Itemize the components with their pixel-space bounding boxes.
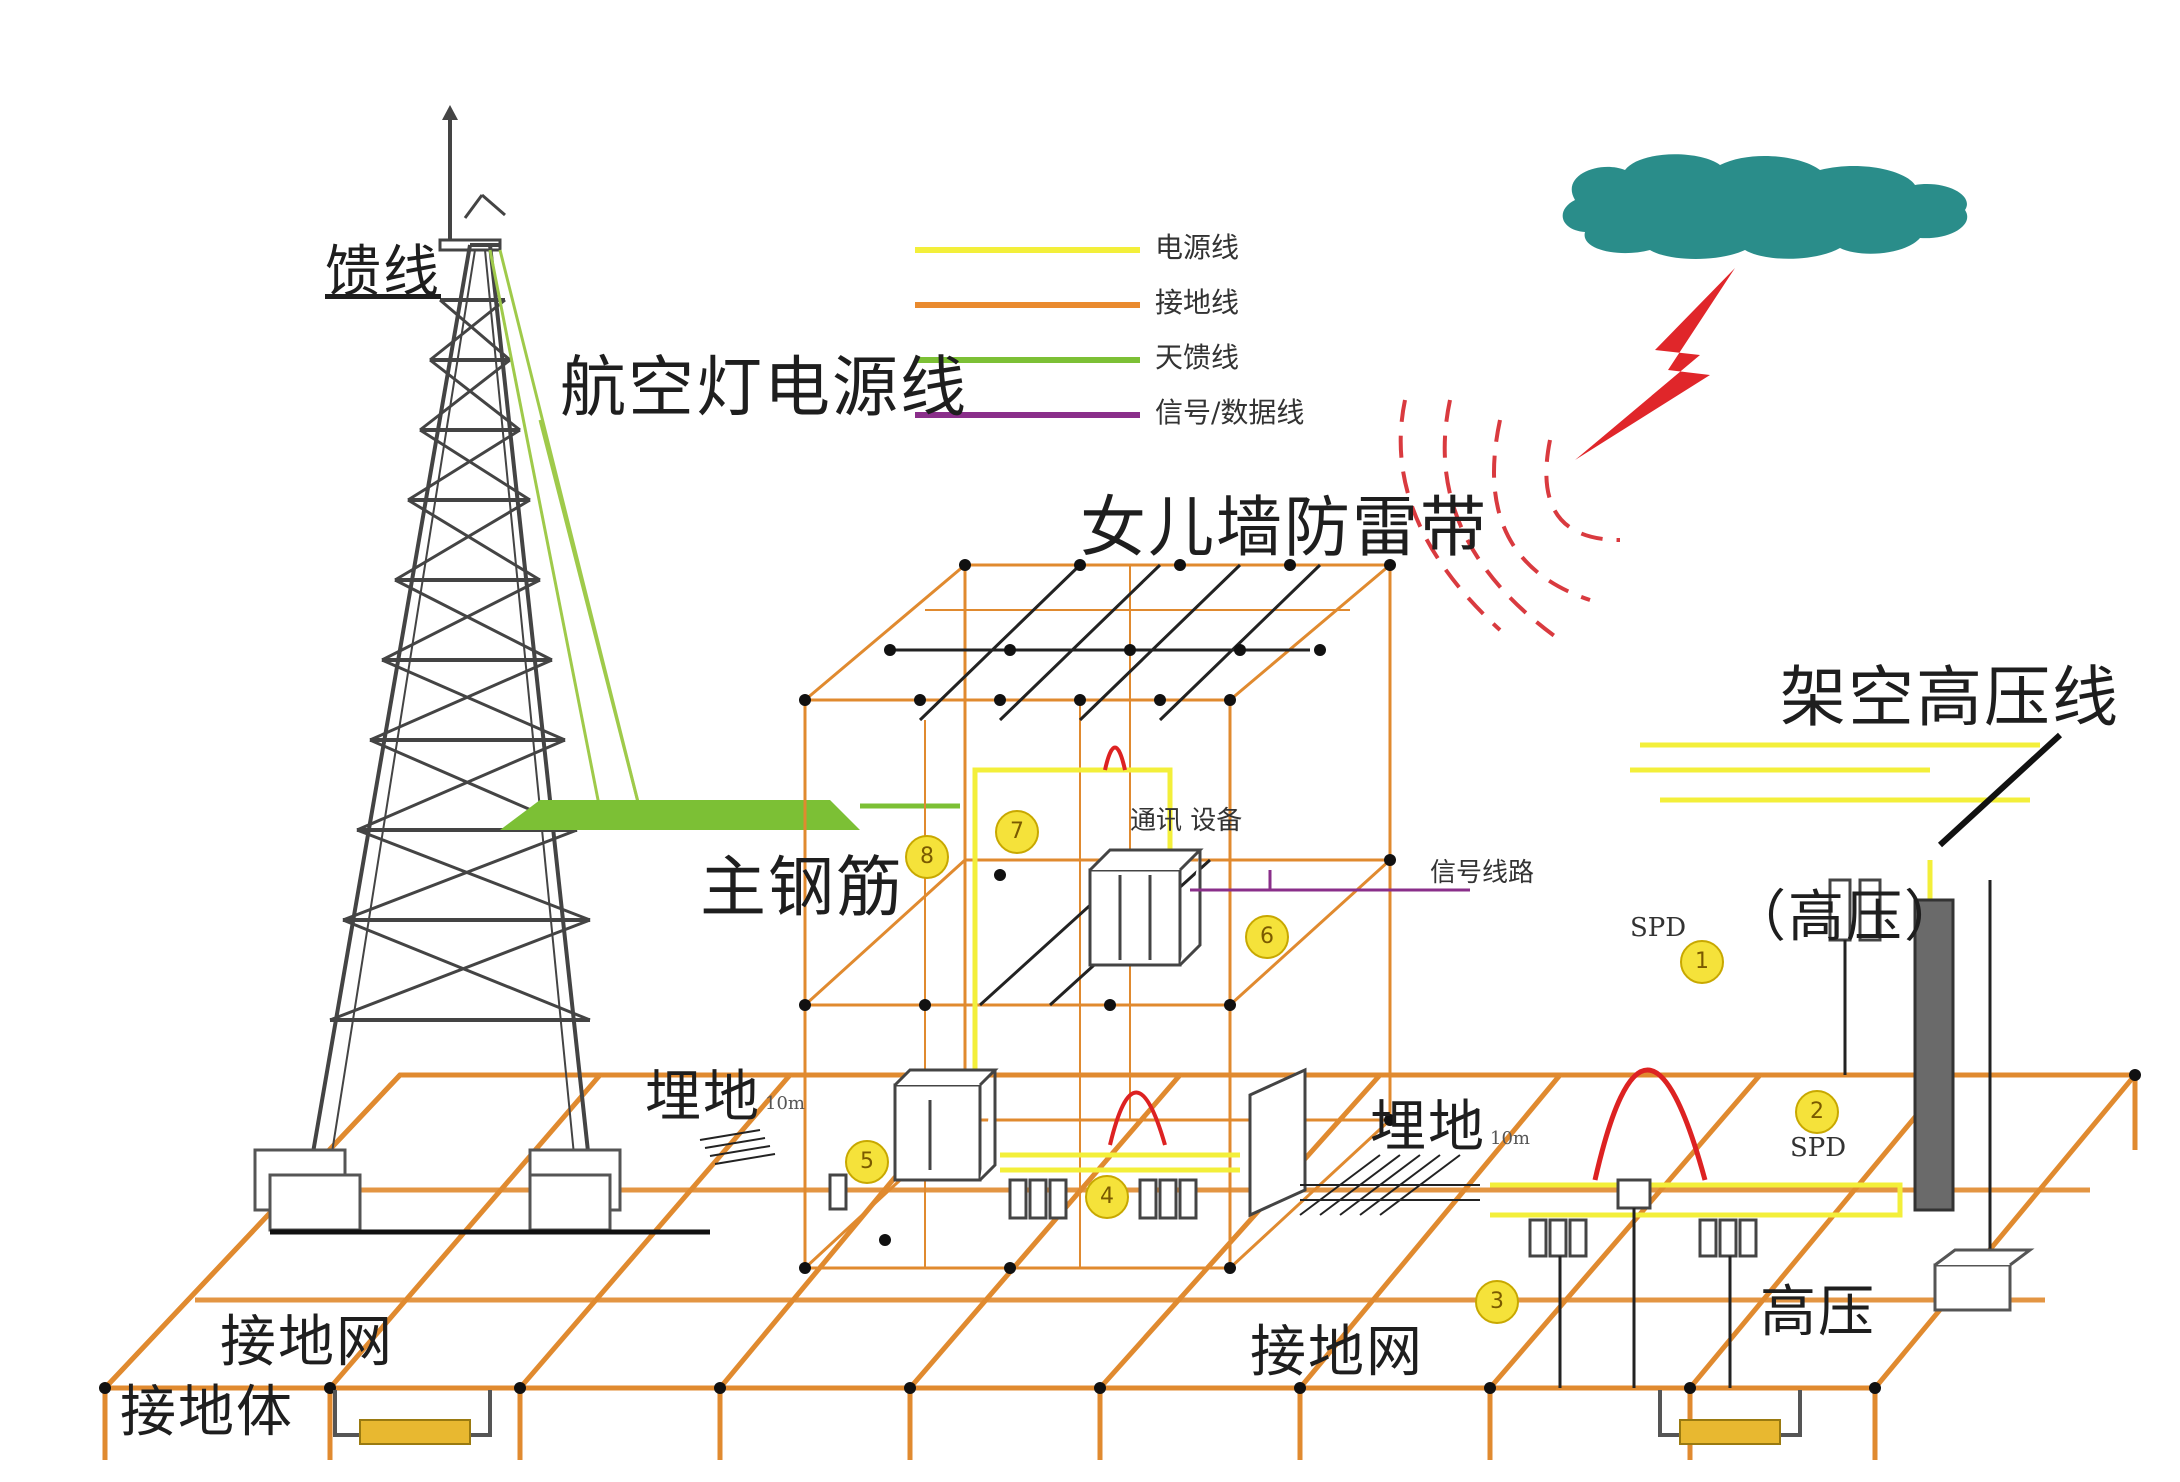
marker-7: 7: [995, 810, 1039, 854]
tower-beacon-icon: [442, 105, 458, 120]
bonding-nodes: [799, 559, 1396, 1274]
ground-electrodes: [333, 1390, 1802, 1445]
label-spd-2: SPD: [1790, 1133, 1847, 1163]
spd-ground-leads: [1558, 880, 1992, 1388]
tower-foundations: [253, 1148, 710, 1235]
comm-cabinet: [1088, 848, 1204, 967]
label-feeder: 馈线: [325, 240, 441, 305]
label-ground-net-left: 接地网: [220, 1310, 394, 1375]
legend-item-ground: 接地线: [1155, 286, 1240, 319]
storm-cloud-icon: [1562, 154, 1968, 259]
antenna-feeder-lines: [488, 249, 960, 830]
electromagnetic-waves: [1398, 399, 1621, 642]
legend-item-power: 电源线: [1155, 231, 1240, 264]
label-len-left: 10m: [765, 1093, 805, 1114]
hv-pole: [1913, 732, 2063, 1312]
label-spd-1: SPD: [1630, 913, 1687, 943]
marker-5: 5: [845, 1140, 889, 1184]
label-signal-line: 信号线路: [1430, 858, 1535, 888]
marker-2: 2: [1795, 1090, 1839, 1134]
marker-3: 3: [1475, 1280, 1519, 1324]
label-parapet: 女儿墙防雷带: [1080, 489, 1488, 566]
lightning-bolt-icon: [1575, 268, 1735, 460]
label-buried-left: 埋地: [645, 1065, 761, 1130]
label-len-right: 10m: [1490, 1128, 1530, 1149]
marker-8: 8: [905, 835, 949, 879]
power-cabinet: [893, 1068, 999, 1182]
marker-6: 6: [1245, 915, 1289, 959]
label-ground-net-right: 接地网: [1250, 1320, 1424, 1385]
spd-groups: [828, 878, 1882, 1258]
label-comm-equipment: 通讯 设备: [1130, 806, 1243, 836]
tower: [308, 115, 592, 1171]
legend-item-signal: 信号/数据线: [1155, 396, 1305, 429]
label-main-rebar: 主钢筋: [700, 849, 904, 926]
buried-cable-hatching: [699, 1129, 1480, 1216]
red-bonding-arcs: [1103, 745, 1708, 1181]
label-overhead-hv: 架空高压线: [1780, 659, 2120, 736]
marker-4: 4: [1085, 1175, 1129, 1219]
marker-1: 1: [1680, 940, 1724, 984]
legend-swatches: [915, 247, 1140, 418]
legend-item-feeder: 天馈线: [1155, 341, 1240, 374]
label-high-voltage: 高压: [1760, 1280, 1876, 1345]
label-ground-body: 接地体: [120, 1380, 294, 1445]
label-spd-hv: （高压）: [1730, 885, 1962, 950]
label-aviation-power: 航空灯电源线: [560, 349, 968, 426]
signal-panel: [1248, 1067, 1307, 1218]
label-buried-right: 埋地: [1370, 1095, 1486, 1160]
